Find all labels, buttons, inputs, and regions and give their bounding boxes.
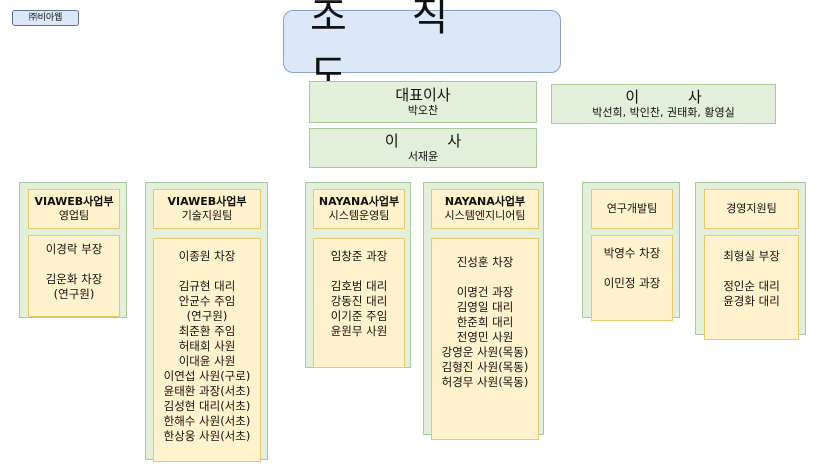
member: 김성현 대리(서초) (163, 399, 251, 413)
member: 한해수 사원(서초) (163, 414, 251, 428)
member-list: 최형실 부장 정인순 대리 윤경화 대리 (704, 235, 799, 340)
dept-header: NAYANA사업부 시스템운영팀 (313, 189, 405, 229)
dept-division: NAYANA사업부 (444, 195, 526, 208)
dept-management: 경영지원팀 최형실 부장 정인순 대리 윤경화 대리 (695, 182, 806, 340)
dept-team: 영업팀 (58, 209, 90, 222)
member: 이민정 과장 (603, 276, 661, 290)
director2-role: 이 사 (384, 132, 484, 150)
page-title: 조 직 도 (310, 0, 475, 98)
director2-name: 서재윤 (407, 150, 439, 163)
dept-team: 시스템엔지니어팀 (444, 209, 526, 222)
dept-header: VIAWEB사업부 기술지원팀 (153, 189, 261, 229)
member: 김운화 차장 (45, 272, 103, 286)
dept-team: 기술지원팀 (181, 209, 233, 222)
member: 이기준 주임 (330, 309, 388, 323)
ceo-box: 대표이사 박오찬 (309, 81, 537, 123)
member: 최준환 주임 (178, 324, 236, 338)
member-list: 박영수 차장 이민정 과장 (591, 235, 673, 321)
dept-division: NAYANA사업부 (318, 195, 400, 208)
dept-rnd: 연구개발팀 박영수 차장 이민정 과장 (582, 182, 680, 321)
member: 이연섭 사원(구로) (163, 369, 251, 383)
dept-system-ops: NAYANA사업부 시스템운영팀 임창준 과장 김호범 대리 강동진 대리 이기… (305, 182, 411, 368)
member: 이종원 차장 (178, 249, 236, 263)
member: 이경락 부장 (45, 242, 103, 256)
director2-box: 이 사 서재윤 (309, 128, 537, 168)
dept-header: 연구개발팀 (591, 189, 673, 229)
member: 김형진 사원(목동) (441, 360, 529, 374)
member: 윤태환 과장(서초) (163, 384, 251, 398)
company-label: ㈜비아웹 (12, 10, 79, 26)
dept-division: VIAWEB사업부 (34, 195, 114, 208)
member: 한상웅 사원(서초) (163, 429, 251, 443)
member: 이명건 과장 (456, 285, 514, 299)
member: 강동진 대리 (330, 294, 388, 308)
member: 이대윤 사원 (178, 354, 236, 368)
ceo-name: 박오찬 (407, 104, 439, 117)
member-list: 이종원 차장 김규현 대리 안균수 주임 (연구원) 최준환 주임 허태회 사원… (153, 238, 261, 462)
dept-team: 시스템운영팀 (328, 209, 390, 222)
dept-header: VIAWEB사업부 영업팀 (28, 189, 120, 229)
title-box: 조 직 도 (283, 0, 561, 98)
member-list: 임창준 과장 김호범 대리 강동진 대리 이기준 주임 윤원무 사원 (313, 238, 405, 368)
member: 김규현 대리 (178, 279, 236, 293)
dept-header: NAYANA사업부 시스템엔지니어팀 (431, 189, 539, 229)
member: 정인순 대리 (723, 279, 780, 293)
ceo-role: 대표이사 (395, 86, 451, 104)
member: (연구원) (53, 287, 95, 301)
dept-header: 경영지원팀 (704, 189, 799, 229)
member: 김영일 대리 (456, 300, 514, 314)
dept-tech-support: VIAWEB사업부 기술지원팀 이종원 차장 김규현 대리 안균수 주임 (연구… (145, 182, 268, 462)
dept-division: VIAWEB사업부 (167, 195, 247, 208)
dept-system-engineer: NAYANA사업부 시스템엔지니어팀 진성훈 차장 이명건 과장 김영일 대리 … (423, 182, 544, 440)
member: 최형실 부장 (723, 249, 780, 263)
member: 임창준 과장 (330, 249, 388, 263)
member: 강영운 사원(목동) (441, 345, 529, 359)
member: 박영수 차장 (603, 246, 661, 260)
member: 윤원무 사원 (330, 324, 388, 338)
member: 진성훈 차장 (456, 255, 514, 269)
member-list: 진성훈 차장 이명건 과장 김영일 대리 한준희 대리 전영민 사원 강영운 사… (431, 238, 539, 440)
member: 전영민 사원 (456, 330, 514, 344)
member: 허태회 사원 (178, 339, 236, 353)
dept-sales: VIAWEB사업부 영업팀 이경락 부장 김운화 차장 (연구원) (19, 182, 127, 318)
member: 허경무 사원(목동) (441, 375, 529, 389)
dept-team: 연구개발팀 (606, 202, 658, 215)
member: (연구원) (186, 309, 228, 323)
member: 안균수 주임 (178, 294, 236, 308)
member: 한준희 대리 (456, 315, 514, 329)
directors-names: 박선희, 박인찬, 권태화, 황영실 (592, 106, 735, 119)
member: 윤경화 대리 (723, 294, 780, 308)
directors-box: 이 사 박선희, 박인찬, 권태화, 황영실 (551, 84, 776, 124)
dept-team: 경영지원팀 (726, 202, 777, 215)
member: 김호범 대리 (330, 279, 388, 293)
directors-role: 이 사 (625, 88, 724, 106)
member-list: 이경락 부장 김운화 차장 (연구원) (28, 235, 120, 317)
